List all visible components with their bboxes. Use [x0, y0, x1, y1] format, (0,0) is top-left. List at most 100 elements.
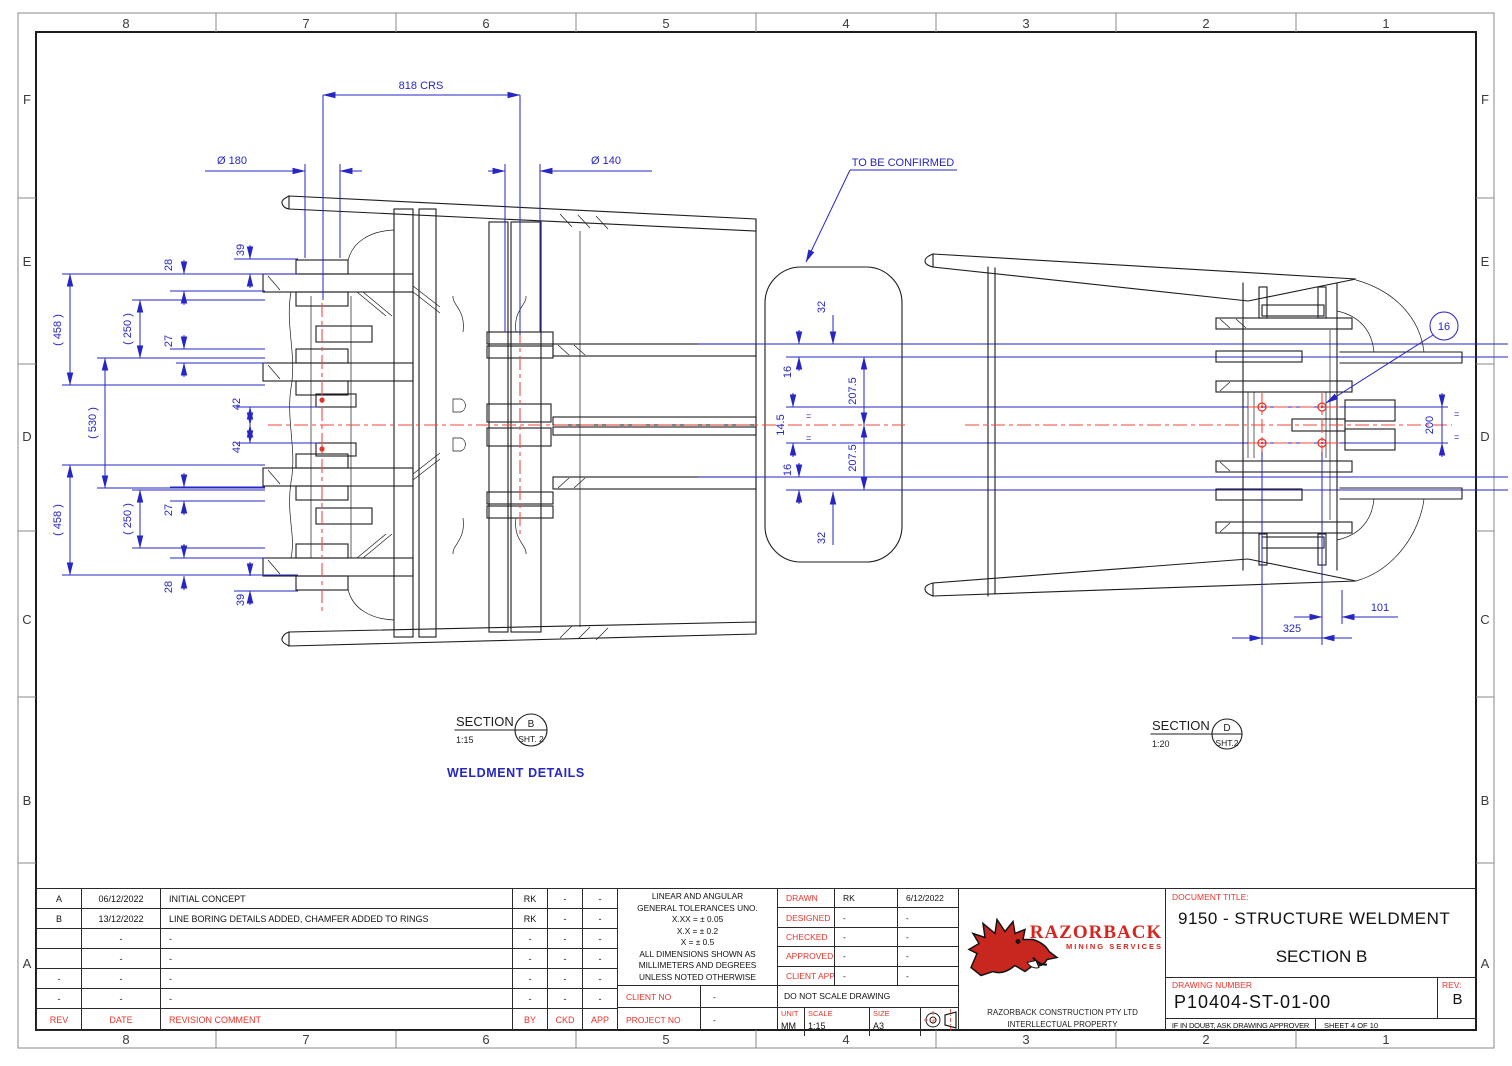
- rev-header: REV: [37, 1009, 82, 1031]
- rev-date: 06/12/2022: [82, 889, 161, 909]
- grid-row-label: A: [23, 956, 32, 971]
- approval-label: APPROVED: [778, 947, 835, 967]
- rev-id: [37, 949, 82, 969]
- rev-app: -: [583, 909, 618, 929]
- approval-label: DRAWN: [778, 889, 835, 909]
- grid-col-label: 2: [1202, 1032, 1209, 1047]
- rev-id: -: [37, 969, 82, 989]
- grid-row-label: E: [1481, 254, 1490, 269]
- grid-col-label: 1: [1382, 1032, 1389, 1047]
- rev-comment: LINE BORING DETAILS ADDED, CHAMFER ADDED…: [161, 909, 513, 929]
- sheet-number: SHEET 4 OF 10: [1324, 1020, 1379, 1030]
- dim-458-top: ( 458 ): [52, 314, 64, 346]
- tolerance-line: MILLIMETERS AND DEGREES: [638, 960, 757, 970]
- grid-col-label: 6: [482, 16, 489, 31]
- unit-value: MM: [781, 1020, 796, 1031]
- equal-mark: =: [1454, 409, 1459, 419]
- section-b-scale: 1:15: [456, 735, 474, 745]
- grid-col-label: 5: [662, 16, 669, 31]
- dim-32-top: 32: [816, 301, 828, 313]
- rev-value: B: [1452, 991, 1463, 1008]
- dim-200: 200: [1424, 416, 1436, 434]
- rev-ckd: -: [548, 969, 583, 989]
- section-d-word: SECTION: [1152, 718, 1210, 733]
- dim-207-5-top: 207.5: [847, 377, 859, 405]
- rev-app: -: [583, 989, 618, 1009]
- razorback-boar-icon: [967, 917, 1059, 977]
- rev-app: -: [583, 889, 618, 909]
- rev-date: -: [82, 949, 161, 969]
- rev-comment: -: [161, 949, 513, 969]
- rev-comment: -: [161, 929, 513, 949]
- rev-id: A: [37, 889, 82, 909]
- section-b-geometry: [262, 195, 903, 647]
- section-b-dimensions: 818 CRS Ø 180 Ø 140 ( 458 ) ( 250 ) ( 5: [52, 80, 1508, 606]
- grid-col-label: 4: [842, 16, 849, 31]
- balloon-label: 16: [1438, 321, 1450, 333]
- drawing-number-cell: DRAWING NUMBER P10404-ST-01-00: [1166, 978, 1438, 1019]
- tolerance-line: UNLESS NOTED OTHERWISE: [639, 971, 756, 982]
- rev-header: BY: [513, 1009, 548, 1031]
- dim-250-top: ( 250 ): [122, 313, 134, 345]
- approval-by: -: [835, 947, 898, 967]
- section-d-geometry: [924, 253, 1463, 597]
- document-subtitle: SECTION B: [1275, 947, 1368, 966]
- document-title-label: DOCUMENT TITLE:: [1172, 892, 1249, 902]
- equal-mark: =: [1454, 432, 1459, 442]
- title-block-region: A 06/12/2022 INITIAL CONCEPT RK - - B 13…: [36, 888, 1477, 1036]
- grid-row-label: D: [1480, 429, 1489, 444]
- approval-label: CHECKED: [778, 927, 835, 948]
- rev-app: -: [583, 969, 618, 989]
- third-angle-projection-icon: [924, 1008, 957, 1031]
- grid-col-label: 3: [1022, 1032, 1029, 1047]
- dim-27-top: 27: [163, 335, 175, 347]
- grid-row-label: B: [1481, 793, 1490, 808]
- rev-id: [37, 929, 82, 949]
- section-b-sheet-ref: SHT. 2: [518, 734, 544, 744]
- grid-row-label: E: [23, 254, 32, 269]
- grid-row-label: A: [1481, 956, 1490, 971]
- rev-app: -: [583, 929, 618, 949]
- size-label: SIZE: [873, 1008, 890, 1018]
- rev-by: -: [513, 989, 548, 1009]
- document-title-area: DOCUMENT TITLE: 9150 - STRUCTURE WELDMEN…: [1166, 889, 1477, 978]
- rev-by: RK: [513, 909, 548, 929]
- rev-comment: -: [161, 969, 513, 989]
- dim-16-top: 16: [782, 366, 794, 378]
- scale-value: 1:15: [808, 1020, 826, 1031]
- rev-by: RK: [513, 889, 548, 909]
- rev-header: CKD: [548, 1009, 583, 1031]
- section-d-scale: 1:20: [1152, 739, 1170, 749]
- grid-col-label: 6: [482, 1032, 489, 1047]
- tolerance-block: LINEAR AND ANGULAR GENERAL TOLERANCES UN…: [617, 888, 778, 1031]
- client-no-label: CLIENT NO: [618, 986, 701, 1008]
- size-value: A3: [873, 1020, 885, 1031]
- brand-tagline: MINING SERVICES: [1066, 942, 1163, 951]
- drawing-number-label: DRAWING NUMBER: [1172, 980, 1252, 990]
- sheet-frame: 8 7 6 5 4 3 2 1 8 7 6 5 4 3 2 1 F E D C …: [17, 12, 1495, 1049]
- rev-header: APP: [583, 1009, 618, 1031]
- approval-date: -: [898, 947, 959, 967]
- dim-325: 325: [1283, 623, 1301, 635]
- rev-date: -: [82, 969, 161, 989]
- dim-39-bottom: 39: [235, 594, 247, 606]
- revision-table: A 06/12/2022 INITIAL CONCEPT RK - - B 13…: [36, 888, 618, 1031]
- grid-col-label: 7: [302, 1032, 309, 1047]
- dim-42-bottom: 42: [231, 441, 243, 453]
- tolerance-line: X = ± 0.5: [680, 937, 715, 947]
- dim-28-bottom: 28: [163, 581, 175, 593]
- projection-symbol-cell: [921, 1008, 958, 1036]
- drawing-number: P10404-ST-01-00: [1174, 992, 1332, 1012]
- grid-row-label: C: [22, 612, 31, 627]
- rev-cell: REV: B: [1438, 978, 1477, 1019]
- title-block: DOCUMENT TITLE: 9150 - STRUCTURE WELDMEN…: [1165, 888, 1477, 1031]
- balloon-circle: [1429, 311, 1459, 341]
- section-d-dimensions: 16 200 = = 325 101: [1232, 311, 1459, 645]
- grid-col-label: 8: [122, 1032, 129, 1047]
- project-no-value: -: [701, 1008, 778, 1031]
- document-title: 9150 - STRUCTURE WELDMENT: [1178, 909, 1451, 928]
- approval-label: DESIGNED: [778, 908, 835, 928]
- rev-ckd: -: [548, 949, 583, 969]
- dim-14-5: 14.5: [775, 414, 787, 435]
